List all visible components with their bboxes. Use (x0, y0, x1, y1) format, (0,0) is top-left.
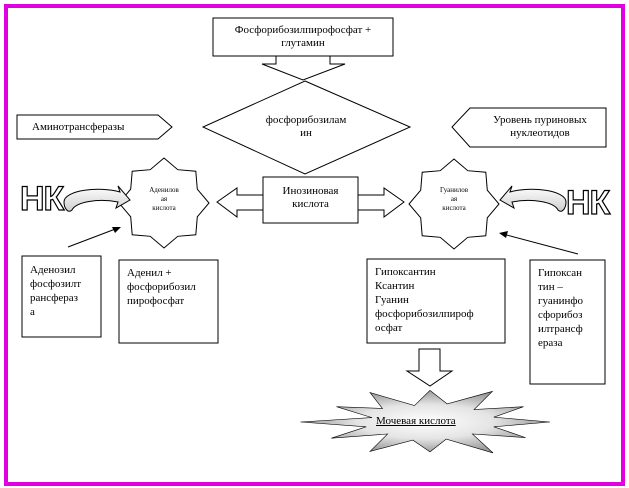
arrow-substrate-to-diamond (261, 55, 346, 81)
adenylic-label: Аденилов ая кислота (149, 186, 179, 212)
nk-right-label: НК (565, 184, 611, 222)
left-curved-arrow (63, 185, 131, 212)
arrow-hgprt-to-guanylic (502, 233, 579, 255)
arrow-enzyme-to-adenylic (67, 227, 119, 248)
inosinic-label: Инозиновая кислота (282, 185, 339, 210)
prpp-amine-label: фосфорибозилам ин (265, 114, 347, 139)
arrow-inosinic-to-guanylic (357, 187, 405, 218)
guanylic-star (408, 158, 500, 250)
nk-left-label: НК (19, 180, 65, 218)
purine-level-label: Уровень пуриновых нуклеотидов (493, 114, 587, 139)
adenine-prpp-label: Аденил + фосфорибозил пирофосфат (127, 267, 196, 307)
adenosyl-enzyme-label: Аденозил фосфозилт рансфераз а (30, 264, 82, 318)
adenylic-star (118, 157, 210, 249)
hgprt-box (529, 259, 606, 385)
aminotransferase-label: Аминотрансферазы (32, 121, 125, 133)
substrate-label: Фосфорибозилпирофосфат + глутамин (234, 24, 372, 49)
arrow-inosinic-to-adenylic (216, 187, 264, 218)
uric-acid-burst (300, 390, 551, 454)
purine-level-shape (451, 107, 607, 148)
arrowhead-right (499, 231, 508, 238)
page-frame (4, 4, 625, 486)
arrow-to-uric-acid (405, 348, 454, 387)
aminotransferase-shape (16, 114, 173, 140)
arrowhead-left (112, 227, 121, 233)
right-curved-arrow (499, 185, 567, 212)
hx-x-g-box (366, 258, 506, 344)
guanylic-label: Гуанилов ая кислота (439, 186, 469, 212)
hx-x-g-label: Гипоксантин Ксантин Гуанин фосфорибозилп… (375, 266, 474, 334)
adenine-prpp-box (118, 259, 219, 344)
uric-acid-label: Мочевая кислота (376, 415, 456, 427)
diamond-shape (201, 80, 412, 175)
hgprt-label: Гипоксан тин – гуанинфо сфорибоз илтранс… (538, 267, 584, 349)
adenosyl-enzyme-box (21, 255, 102, 338)
